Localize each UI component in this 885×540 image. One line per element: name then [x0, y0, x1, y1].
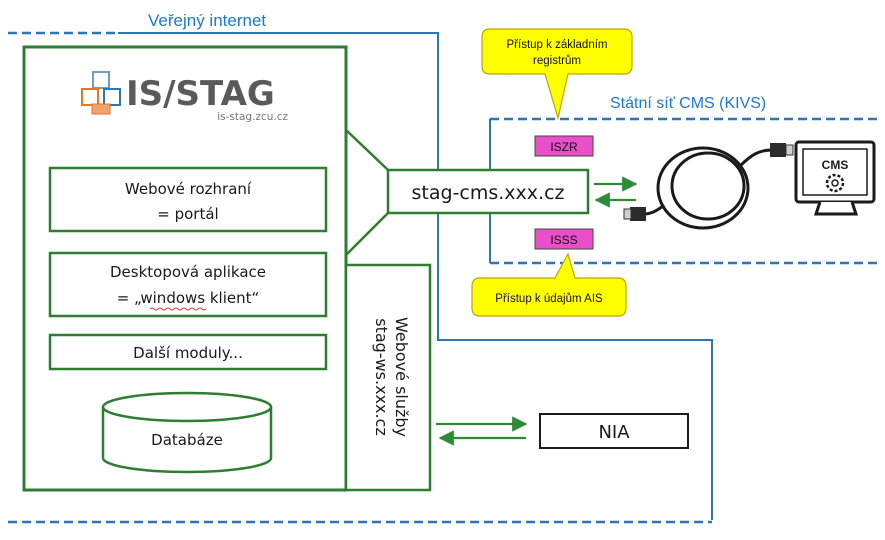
web-services-line2: stag-ws.xxx.cz	[372, 318, 391, 436]
gateway-host: stag-cms.xxx.cz	[412, 182, 565, 204]
callout-base-registers-line1: Přístup k základním	[507, 39, 608, 51]
web-services-box	[344, 263, 432, 492]
nia-label: NIA	[598, 422, 630, 443]
logo-subtitle: is-stag.zcu.cz	[217, 111, 288, 123]
web-interface-line1: Webové rozhraní	[125, 180, 252, 198]
spellcheck-underline	[149, 307, 207, 311]
is-stag-logo: IS/STAG is-stag.zcu.cz	[81, 71, 288, 123]
desktop-app-box	[48, 251, 328, 318]
web-interface-line2: = portál	[157, 205, 218, 223]
web-interface-box	[48, 166, 328, 233]
other-modules-box	[48, 333, 328, 371]
logo-title: IS/STAG	[126, 74, 275, 114]
callout-base-registers: Přístup k základním registrům	[481, 28, 633, 121]
callout-base-registers-line2: registrům	[533, 55, 581, 67]
callout-ais-data-text: Přístup k údajům AIS	[495, 293, 603, 305]
database-label: Databáze	[151, 431, 223, 449]
nia-box	[539, 413, 689, 449]
callout-ais-data: Přístup k údajům AIS	[471, 252, 627, 317]
internet-zone-border	[118, 32, 713, 520]
state-network-label: Státní síť CMS (KIVS)	[610, 95, 766, 112]
isss-label: ISSS	[550, 233, 577, 247]
desktop-app-line1: Desktopová aplikace	[110, 263, 266, 281]
database-cylinder	[101, 391, 273, 474]
cms-monitor-label: CMS	[822, 158, 849, 172]
network-cable-icon	[623, 143, 794, 230]
desktop-app-line2: = „windows klient“	[117, 289, 260, 307]
connector-top	[345, 129, 389, 171]
public-internet-label: Veřejný internet	[148, 11, 266, 30]
connector-bottom	[345, 212, 389, 256]
other-modules-label: Další moduly...	[133, 344, 243, 362]
cubes-logo-icon	[81, 71, 121, 115]
gear-icon	[825, 173, 845, 193]
isss-tag	[534, 228, 594, 250]
iszr-tag	[534, 135, 594, 157]
web-services-line1: Webové služby	[392, 317, 411, 437]
gateway-box	[386, 168, 590, 215]
cms-monitor-icon	[794, 140, 876, 216]
public-internet-zone	[8, 31, 713, 524]
iszr-label: ISZR	[550, 140, 578, 154]
